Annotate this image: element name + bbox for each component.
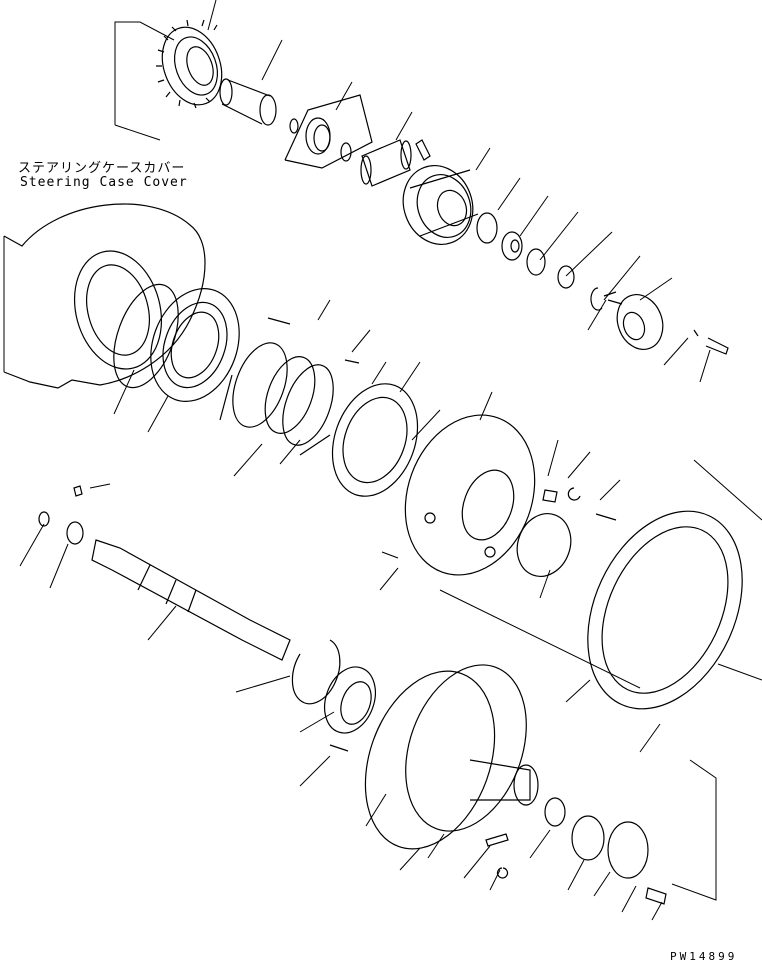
bearing-cage [136,276,255,414]
steering-case-cover-label-japanese: ステアリングケースカバー [18,161,186,176]
top-bushing [220,79,276,125]
top-washers [477,213,602,310]
drive-hub [342,648,548,867]
leader-lines [4,0,762,920]
drawing-number: PW14899 [670,950,738,963]
seal-rings [220,335,343,455]
hub-fittings [330,745,666,904]
top-sleeve [361,140,411,186]
hub-flange [384,397,557,594]
top-ring-set [285,95,372,168]
cover-oring [101,276,191,397]
small-bolts [268,318,616,558]
top-sprocket-gear [152,19,232,113]
roller-bearing [316,660,384,740]
flange-oring [509,506,580,584]
snap-ring [292,640,339,704]
top-carrier [392,156,483,254]
sprocket-ring [558,486,762,734]
shaft-nut [39,486,83,544]
steering-case-cover-outline [4,204,205,388]
top-pin [416,140,430,160]
steering-case-cover-label-english: Steering Case Cover [20,175,188,190]
top-end-cap [604,288,728,356]
shaft [92,540,290,660]
retainer-plate [318,372,433,508]
